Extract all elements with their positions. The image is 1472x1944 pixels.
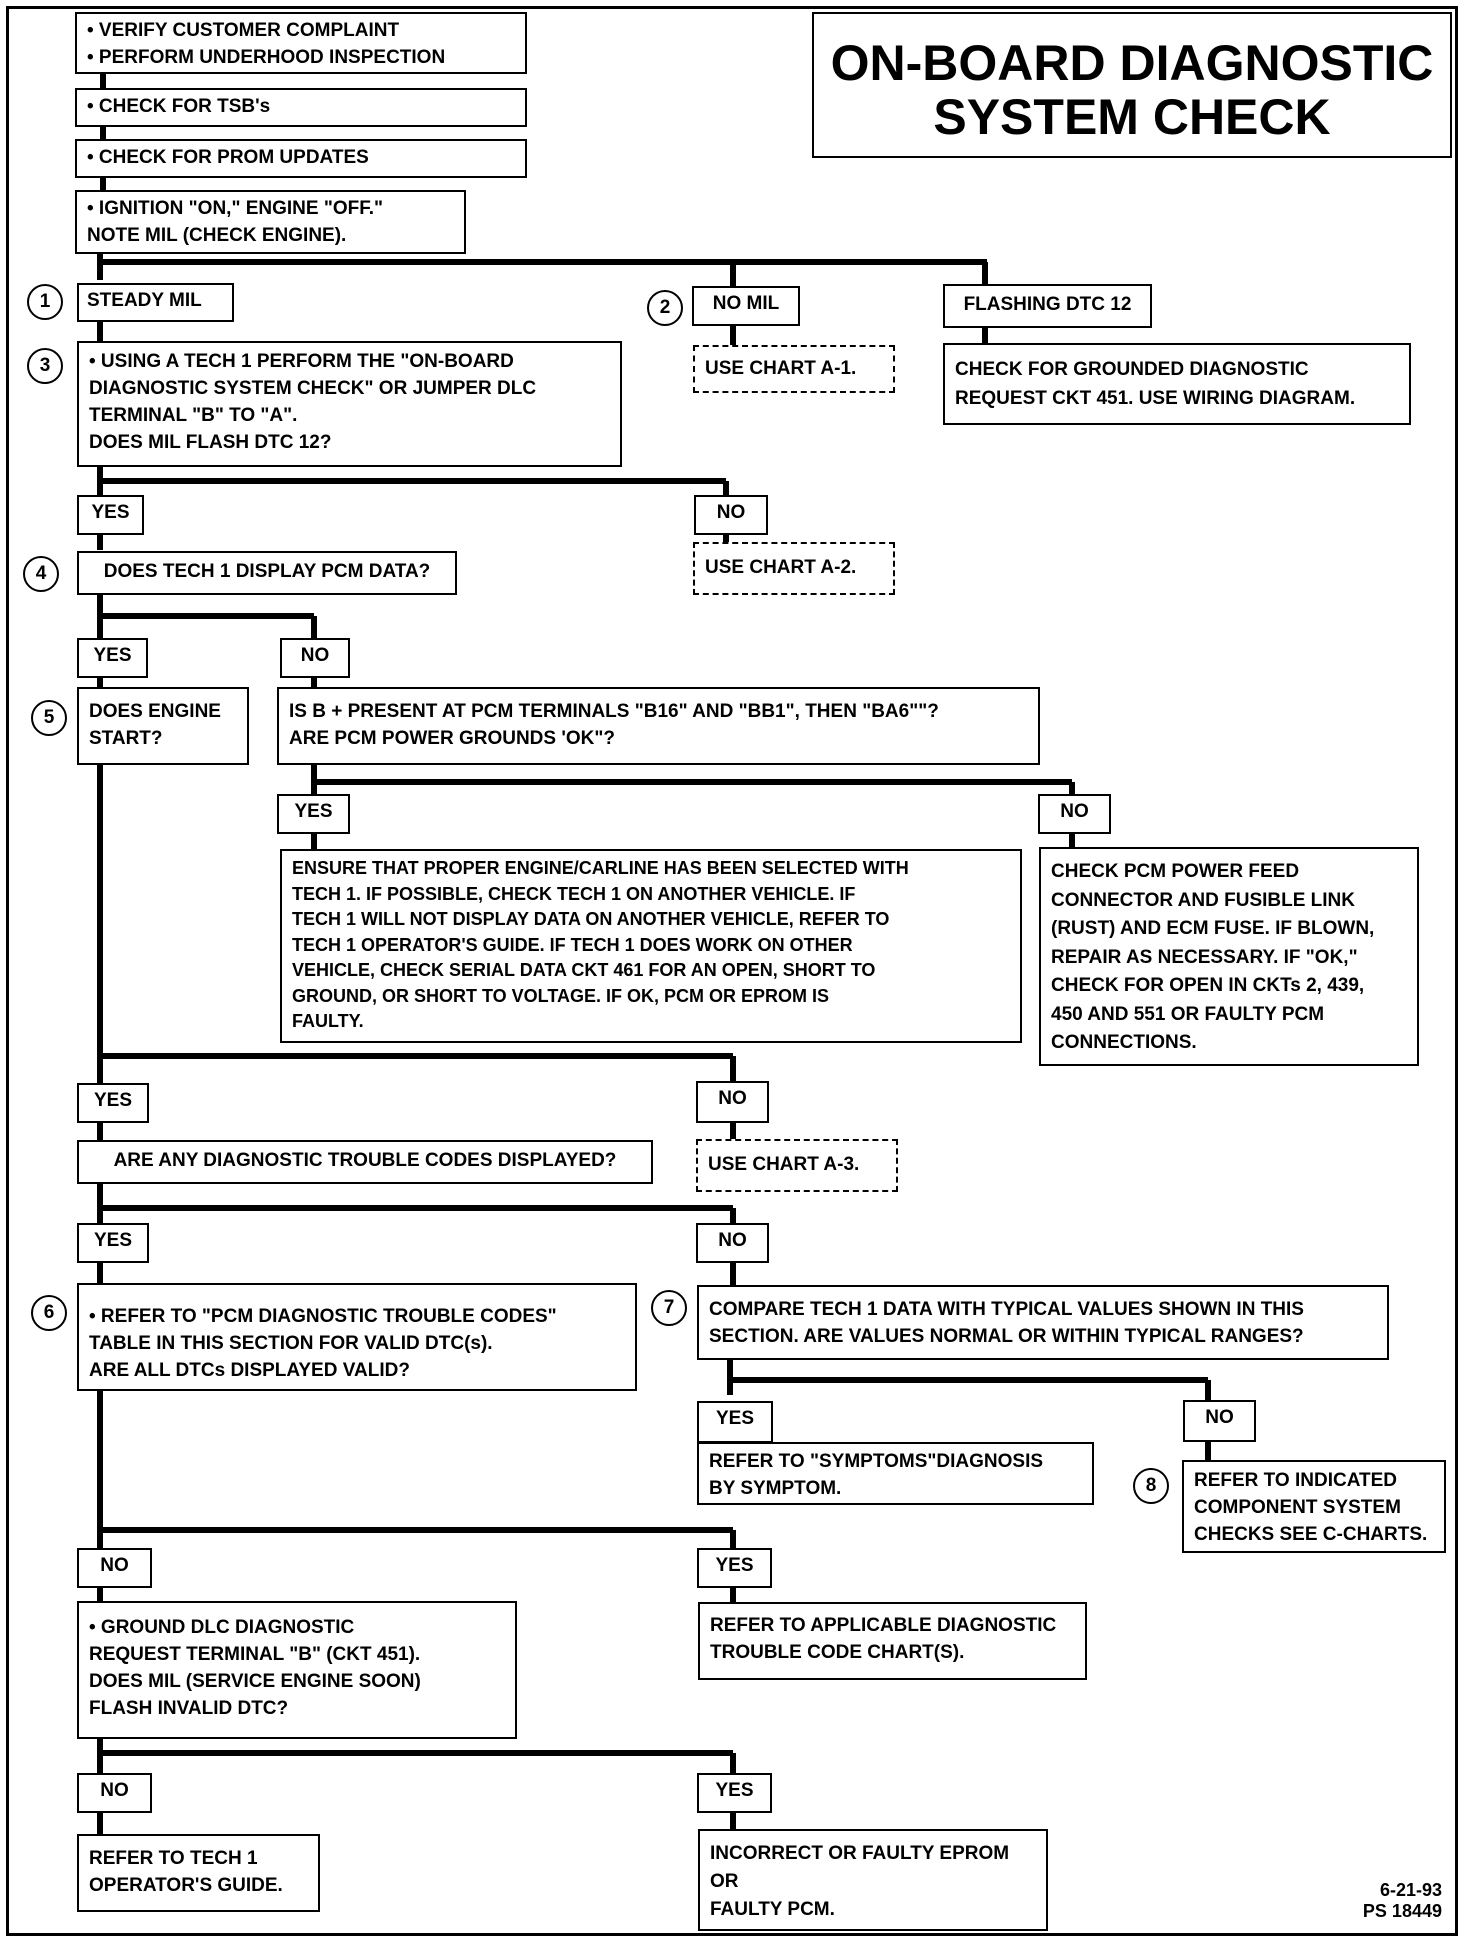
yes-label: YES — [77, 1083, 149, 1123]
verify-complaint-box: • VERIFY CUSTOMER COMPLAINT • PERFORM UN… — [75, 12, 527, 74]
footer-date: 6-21-93 — [1379, 1880, 1442, 1900]
symptoms-box: REFER TO "SYMPTOMS"DIAGNOSIS BY SYMPTOM. — [697, 1442, 1094, 1505]
no-mil-box: NO MIL — [692, 286, 800, 326]
step-marker-7: 7 — [651, 1290, 687, 1326]
no-label: NO — [1038, 794, 1111, 834]
compare-box: COMPARE TECH 1 DATA WITH TYPICAL VALUES … — [697, 1285, 1389, 1360]
no-label: NO — [696, 1223, 769, 1263]
faulty-eprom-box: INCORRECT OR FAULTY EPROM OR FAULTY PCM. — [698, 1829, 1048, 1931]
chart-a2-box: USE CHART A-2. — [693, 542, 895, 595]
power-feed-box: CHECK PCM POWER FEED CONNECTOR AND FUSIB… — [1039, 847, 1419, 1066]
chart-a1-box: USE CHART A-1. — [693, 345, 895, 393]
no-label: NO — [77, 1773, 152, 1813]
page-border — [6, 6, 1458, 1936]
yes-label: YES — [77, 1223, 149, 1263]
footer-reference: 6-21-93 PS 18449 — [1363, 1880, 1442, 1922]
step-marker-8: 8 — [1133, 1468, 1169, 1504]
any-dtc-box: ARE ANY DIAGNOSTIC TROUBLE CODES DISPLAY… — [77, 1140, 653, 1184]
check-tsb-box: • CHECK FOR TSB's — [75, 88, 527, 127]
no-label: NO — [77, 1548, 152, 1588]
step-marker-2: 2 — [647, 290, 683, 326]
step-marker-3: 3 — [27, 348, 63, 384]
yes-label: YES — [697, 1401, 773, 1443]
footer-ps-number: PS 18449 — [1362, 1901, 1442, 1921]
flashing-dtc-box: FLASHING DTC 12 — [943, 284, 1152, 328]
display-pcm-box: DOES TECH 1 DISPLAY PCM DATA? — [77, 551, 457, 595]
applicable-chart-box: REFER TO APPLICABLE DIAGNOSTIC TROUBLE C… — [698, 1602, 1087, 1680]
grounded-diag-box: CHECK FOR GROUNDED DIAGNOSTIC REQUEST CK… — [943, 343, 1411, 425]
refer-dtc-table-box: • REFER TO "PCM DIAGNOSTIC TROUBLE CODES… — [77, 1283, 637, 1391]
tech1-check-box: • USING A TECH 1 PERFORM THE "ON-BOARD D… — [77, 341, 622, 467]
steady-mil-box: STEADY MIL — [77, 283, 234, 322]
operator-guide-box: REFER TO TECH 1 OPERATOR'S GUIDE. — [77, 1834, 320, 1912]
engine-start-box: DOES ENGINE START? — [77, 687, 249, 765]
ground-dlc-box: • GROUND DLC DIAGNOSTIC REQUEST TERMINAL… — [77, 1601, 517, 1739]
no-label: NO — [280, 638, 350, 678]
chart-a3-box: USE CHART A-3. — [696, 1139, 898, 1192]
step-marker-6: 6 — [31, 1295, 67, 1331]
check-prom-box: • CHECK FOR PROM UPDATES — [75, 139, 527, 178]
b-plus-box: IS B + PRESENT AT PCM TERMINALS "B16" AN… — [277, 687, 1040, 765]
step-marker-5: 5 — [31, 700, 67, 736]
chart-title: ON-BOARD DIAGNOSTIC SYSTEM CHECK — [812, 12, 1452, 158]
yes-label: YES — [77, 495, 144, 535]
no-label: NO — [694, 495, 768, 535]
yes-label: YES — [277, 794, 350, 834]
step-marker-1: 1 — [27, 284, 63, 320]
yes-label: YES — [697, 1773, 772, 1813]
yes-label: YES — [697, 1548, 772, 1588]
step-marker-4: 4 — [23, 556, 59, 592]
ensure-engine-box: ENSURE THAT PROPER ENGINE/CARLINE HAS BE… — [280, 849, 1022, 1043]
no-label: NO — [1183, 1400, 1256, 1442]
no-label: NO — [696, 1081, 769, 1123]
component-checks-box: REFER TO INDICATED COMPONENT SYSTEM CHEC… — [1182, 1460, 1446, 1553]
yes-label: YES — [77, 638, 148, 678]
ignition-box: • IGNITION "ON," ENGINE "OFF." NOTE MIL … — [75, 190, 466, 254]
